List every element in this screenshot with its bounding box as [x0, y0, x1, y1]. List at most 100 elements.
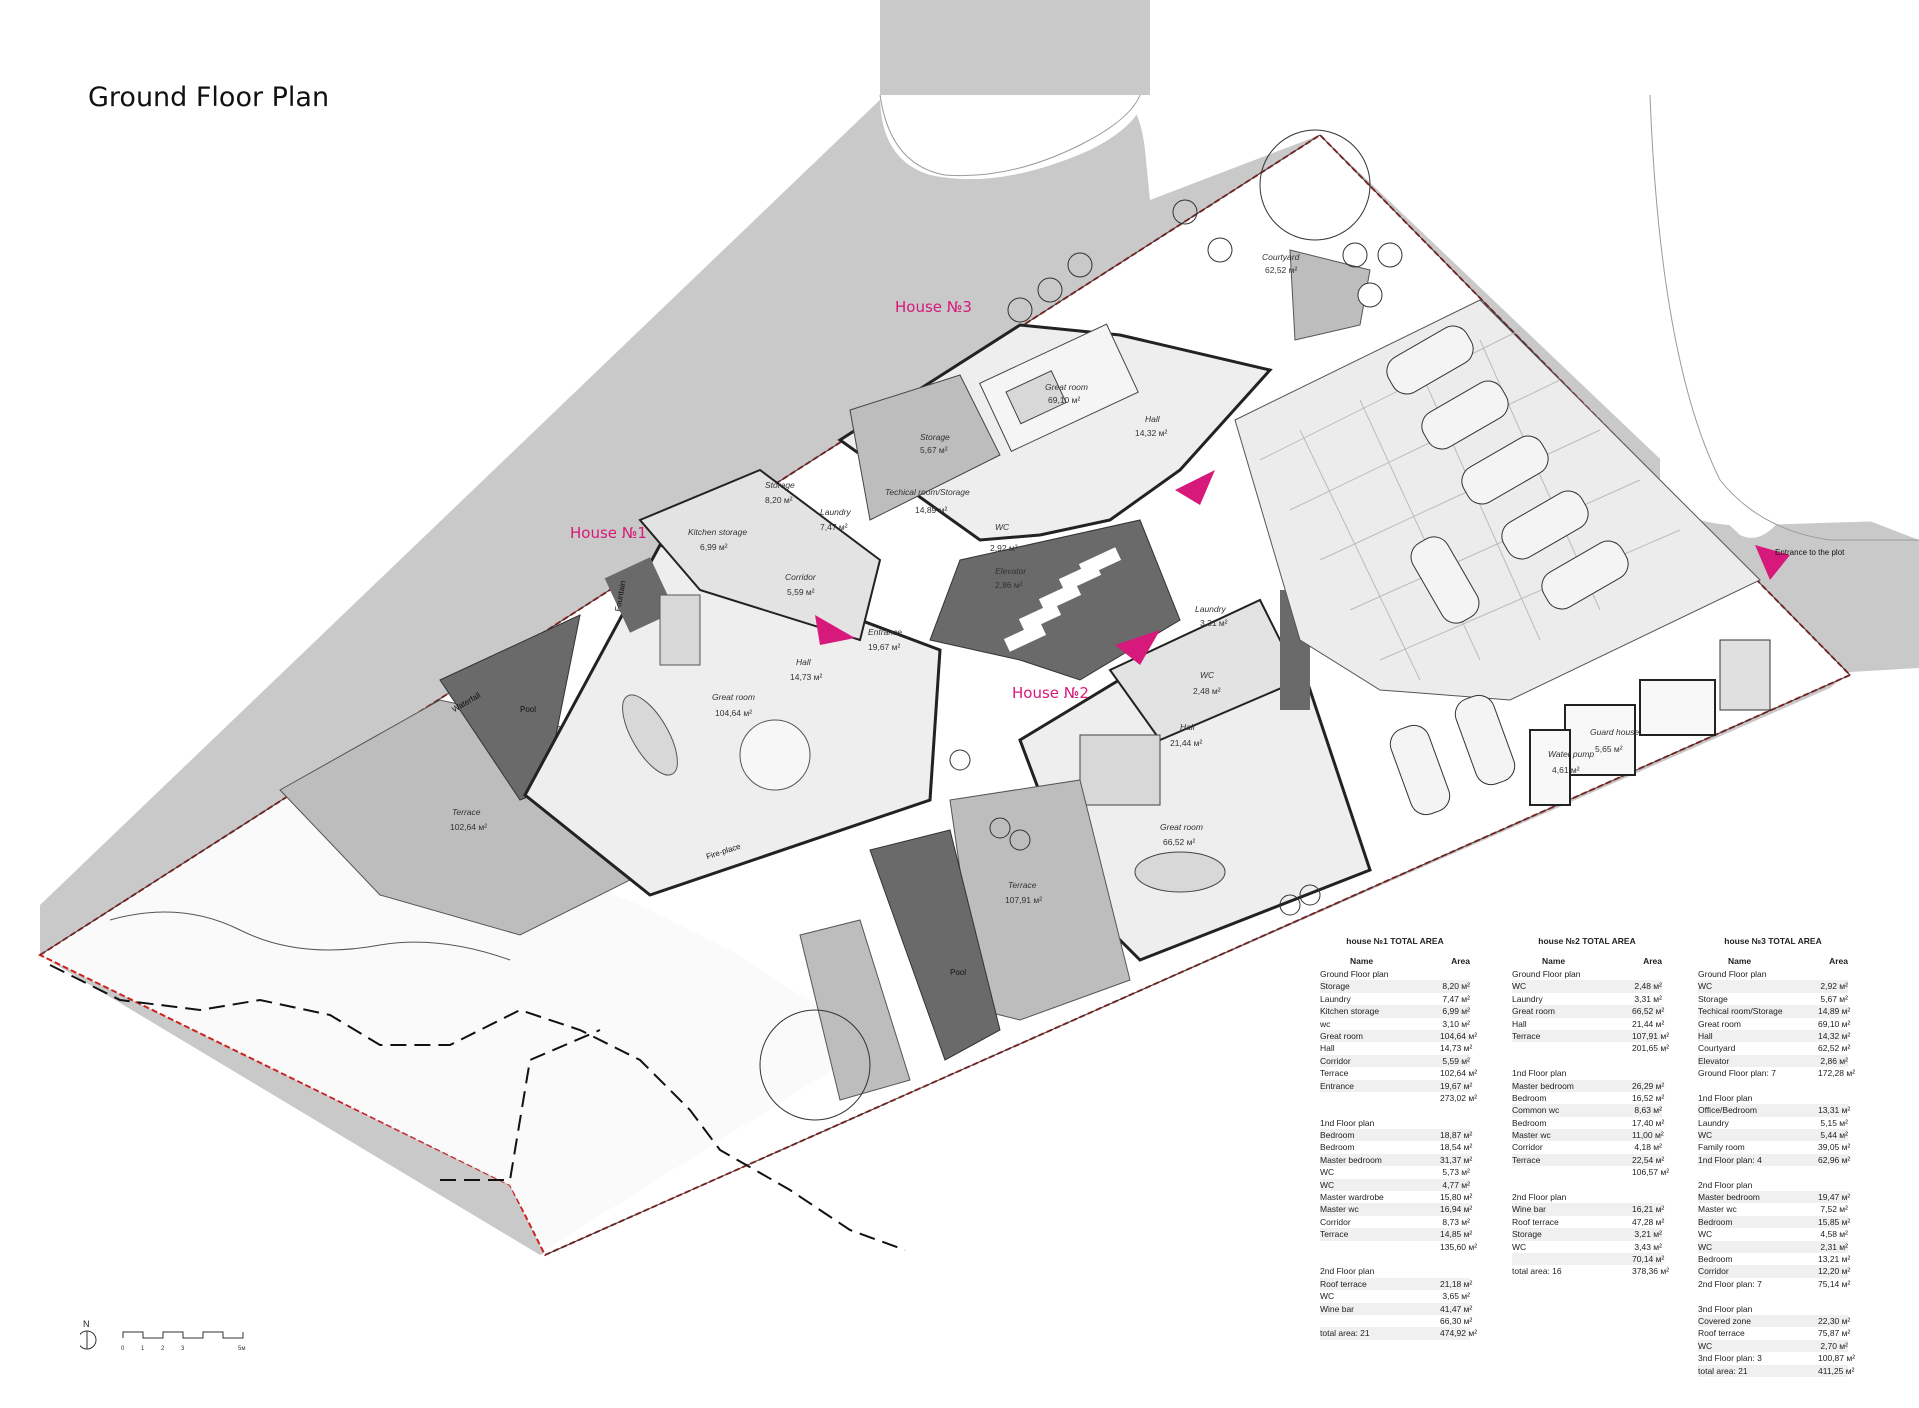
room-h1-great-name: Great room: [712, 692, 755, 702]
room-h1-laundry-area: 7,47 м²: [820, 522, 848, 532]
room-area-cell: 2,92 м²: [1820, 981, 1848, 992]
room-name-cell: Hall: [1320, 1043, 1335, 1054]
room-name-cell: [1512, 1166, 1632, 1178]
room-area-cell: 2,31 м²: [1820, 1241, 1848, 1252]
room-h2-hall-name: Hall: [1180, 722, 1196, 732]
room-area-cell: 66,30 м²: [1440, 1315, 1473, 1326]
room-name-cell: Wine bar: [1512, 1204, 1547, 1215]
table-row: Bedroom 16,52 м²: [1512, 1092, 1665, 1104]
room-area-cell: 26,29 м²: [1632, 1080, 1665, 1091]
room-name-cell: Common wc: [1512, 1105, 1560, 1116]
room-h2-hall-area: 21,44 м²: [1170, 738, 1202, 748]
room-area-cell: 135,60 м²: [1440, 1241, 1478, 1252]
room-name-cell: Corridor: [1512, 1142, 1543, 1153]
road-curve: [879, 94, 1141, 177]
room-area-cell: 8,63 м²: [1634, 1105, 1662, 1116]
table-row: Roof terrace 75,87 м²: [1698, 1327, 1851, 1339]
room-area-cell: 6,99 м²: [1442, 1006, 1470, 1017]
room-area-cell: 19,47 м²: [1818, 1192, 1851, 1203]
table-row: 70,14 м²: [1512, 1252, 1664, 1266]
room-area-cell: 41,47 м²: [1440, 1303, 1473, 1314]
scale-tick-5: 5м: [238, 1346, 245, 1352]
room-name-cell: wc: [1320, 1018, 1331, 1029]
table-section-label: Ground Floor plan: [1320, 969, 1389, 979]
room-area-cell: 18,54 м²: [1440, 1142, 1473, 1153]
table-row: 135,60 м²: [1320, 1241, 1478, 1253]
table-row: 273,02 м²: [1320, 1092, 1477, 1104]
room-area-cell: 22,30 м²: [1818, 1315, 1851, 1326]
room-name-cell: Terrace: [1512, 1030, 1541, 1041]
pump-name: Water pump: [1548, 749, 1594, 759]
room-h3-great-area: 69,10 м²: [1048, 395, 1080, 405]
room-name-cell: [1320, 1241, 1440, 1253]
room-area-cell: 411,25 м²: [1818, 1365, 1855, 1376]
room-name-cell: [1320, 1315, 1440, 1327]
room-name-cell: Corridor: [1320, 1055, 1351, 1066]
col-area-header: Area: [1643, 956, 1662, 966]
scale-ruler: [122, 1331, 244, 1339]
room-area-cell: 16,52 м²: [1632, 1092, 1665, 1103]
room-area-cell: 19,67 м²: [1440, 1080, 1473, 1091]
room-area-cell: 5,59 м²: [1442, 1055, 1470, 1066]
room-area-cell: 14,32 м²: [1818, 1030, 1851, 1041]
room-name-cell: Master wc: [1320, 1204, 1359, 1215]
room-name-cell: Bedroom: [1512, 1092, 1547, 1103]
room-name-cell: Master bedroom: [1698, 1192, 1760, 1203]
col-name-header: Name: [1728, 956, 1752, 966]
room-area-cell: 8,73 м²: [1442, 1216, 1470, 1227]
room-area-cell: 3,43 м²: [1634, 1241, 1662, 1252]
room-name-cell: Entrance: [1320, 1080, 1355, 1091]
room-name-cell: Roof terrace: [1698, 1328, 1745, 1339]
room-h1-corridor-area: 5,59 м²: [787, 587, 815, 597]
room-name-cell: Master bedroom: [1512, 1080, 1574, 1091]
table-title: house №1 TOTAL AREA: [1346, 936, 1444, 946]
table-section-label: 3nd Floor plan: [1698, 1303, 1753, 1314]
room-area-cell: 75,14 м²: [1818, 1278, 1851, 1289]
col-area-header: Area: [1451, 956, 1470, 966]
table-section-label: Ground Floor plan: [1512, 969, 1581, 979]
room-name-cell: Elevator: [1698, 1055, 1730, 1066]
room-name-cell: Great room: [1698, 1018, 1741, 1029]
room-area-cell: 75,87 м²: [1818, 1328, 1851, 1339]
room-area-cell: 104,64 м²: [1440, 1030, 1478, 1041]
room-h3-hall-area: 14,32 м²: [1135, 428, 1167, 438]
room-area-cell: 378,36 м²: [1632, 1266, 1670, 1277]
room-area-cell: 15,85 м²: [1818, 1216, 1851, 1227]
table-section-label: Ground Floor plan: [1698, 969, 1767, 979]
room-area-cell: 100,87 м²: [1818, 1353, 1856, 1364]
entrance-arrow-h1: [815, 615, 855, 645]
room-h1-storage-area: 8,20 м²: [765, 495, 793, 505]
scale-tick-2: 2: [161, 1346, 165, 1352]
room-name-cell: Terrace: [1512, 1154, 1541, 1165]
col-area-header: Area: [1829, 956, 1848, 966]
table-section-label: 1nd Floor plan: [1320, 1117, 1375, 1128]
room-h1-corridor-name: Corridor: [785, 572, 817, 582]
room-h2-wc-name: WC: [1200, 670, 1215, 680]
room-h1-laundry-name: Laundry: [820, 507, 851, 517]
table-row: Entrance 19,67 м²: [1320, 1079, 1473, 1092]
slope-line: [49, 964, 906, 1251]
